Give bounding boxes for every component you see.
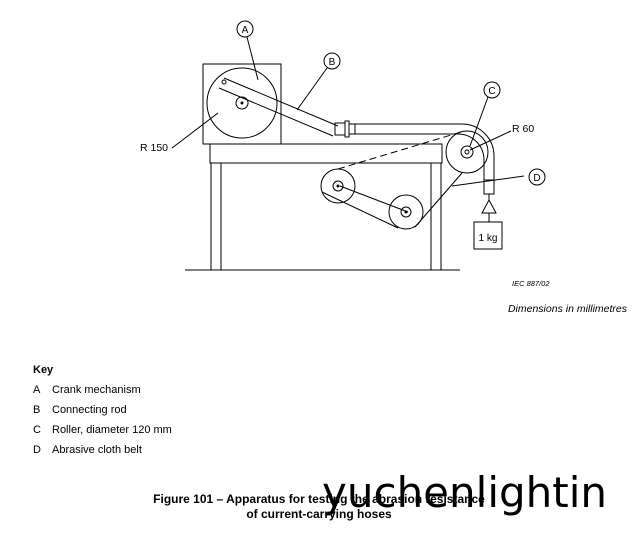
key-text: Connecting rod [52,404,127,416]
key-letter: C [33,424,41,436]
figure-caption-line1: Figure 101 – Apparatus for testing the a… [153,492,485,506]
dim-r60: R 60 [512,123,534,135]
connecting-rod-top [223,77,339,127]
apparatus-diagram: A B C D R 150 R 60 1 kg IEC 887/02 [140,20,550,288]
belt-mid [339,185,409,213]
roller-c [445,130,489,174]
roller-c-center [464,149,470,155]
callout-b-circle [323,52,341,70]
key-letter: B [33,404,41,416]
pulley-bottom-hub [400,206,412,218]
table-top [209,143,443,164]
roller-c-hub [460,145,474,159]
belt-to-d [451,175,525,187]
dimensions-note: Dimensions in millimetres [507,303,627,315]
crank-pivot [235,96,249,110]
key-title: Key [33,364,54,376]
crank-wheel [206,67,278,139]
hose-end [483,179,495,195]
key-text: Abrasive cloth belt [52,444,142,456]
hose-arc-outer [461,123,495,180]
key-item-a: A Crank mechanism [33,384,141,396]
callout-c: C [488,86,495,97]
rod-joint-2 [344,120,350,138]
weight-hook [481,198,497,214]
pulley-bottom [388,194,424,230]
connecting-rod-bottom [218,87,334,137]
belt-lower-left [321,191,399,229]
key-text: Roller, diameter 120 mm [52,424,172,436]
belt-right [414,172,463,228]
callout-b: B [329,57,336,68]
key-letter: D [33,444,41,456]
iec-ref: IEC 887/02 [512,279,550,288]
key-letter: A [33,384,41,396]
callout-a-circle [236,20,254,38]
crank-pin [221,79,227,85]
callout-c-leader [469,96,489,147]
r150-leader [171,112,219,149]
callout-d-circle [528,168,546,186]
pulley-left-hub [332,180,344,192]
key-item-d: D Abrasive cloth belt [33,444,142,456]
key-text: Crank mechanism [52,384,141,396]
weight-block [473,221,503,250]
callout-a-leader [246,36,259,81]
figure-caption-line2: of current-carrying hoses [246,507,392,521]
key-item-c: C Roller, diameter 120 mm [33,424,172,436]
weight-label: 1 kg [479,233,498,244]
rod-joint-3 [348,123,356,135]
callout-b-leader [296,67,328,111]
callout-c-circle [483,81,501,99]
callout-a: A [242,25,249,36]
watermark: yuchenlightin [322,468,608,517]
dim-r150: R 150 [140,142,168,154]
hose-arc-inner [457,133,485,180]
r60-leader [469,130,512,151]
key-item-b: B Connecting rod [33,404,127,416]
callout-d: D [533,173,540,184]
rod-joint [334,122,346,136]
